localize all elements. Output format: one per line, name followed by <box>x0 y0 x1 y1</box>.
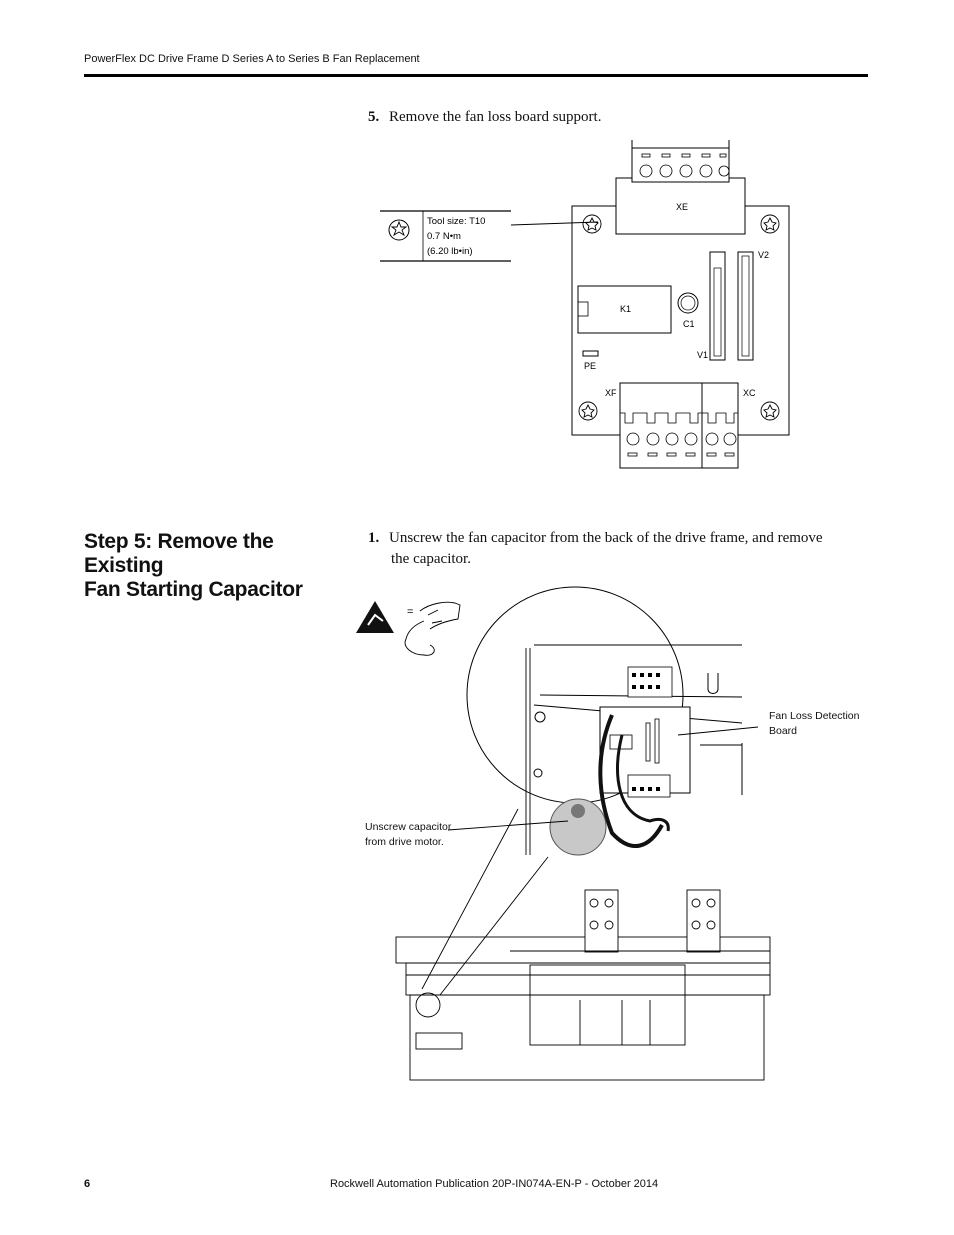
header-rule <box>84 74 868 77</box>
page-number: 6 <box>84 1178 91 1190</box>
section-heading: Step 5: Remove the Existing Fan Starting… <box>84 530 303 601</box>
torx-icon <box>388 219 410 241</box>
step-text-line2: the capacitor. <box>391 551 471 567</box>
magnified-view <box>466 586 743 856</box>
step-text-line1: Unscrew the fan capacitor from the back … <box>389 530 823 546</box>
esd-equals: = <box>407 606 413 618</box>
label-k1: K1 <box>620 304 631 314</box>
callout-fan-loss-board: Fan Loss Detection Board <box>769 710 860 737</box>
label-xe: XE <box>676 202 688 212</box>
esd-warning-icon <box>356 601 394 633</box>
publication-info: Rockwell Automation Publication 20P-IN07… <box>330 1178 659 1190</box>
tool-size: Tool size: T10 <box>427 216 485 227</box>
label-c1: C1 <box>683 319 695 329</box>
tool-torque-nm: 0.7 N•m <box>427 231 461 242</box>
label-pe: PE <box>584 361 596 371</box>
running-header: PowerFlex DC Drive Frame D Series A to S… <box>84 53 420 65</box>
label-v2: V2 <box>758 250 769 260</box>
label-xc: XC <box>743 388 756 398</box>
drive-frame <box>395 889 771 1081</box>
tool-torque-lbin: (6.20 lb•in) <box>427 246 473 257</box>
label-xf: XF <box>605 388 617 398</box>
fan-loss-board-diagram: Tool size: T10 0.7 N•m (6.20 lb•in) XE V… <box>380 140 790 469</box>
corner-screw-icons <box>578 214 780 421</box>
callout-unscrew-capacitor: Unscrew capacitor from drive motor. <box>365 821 452 848</box>
hand-touch-icon <box>404 601 461 656</box>
step-number: 1. <box>368 530 380 546</box>
label-v1: V1 <box>697 350 708 360</box>
step-1: 1. Unscrew the fan capacitor from the ba… <box>368 528 868 570</box>
step-text: Remove the fan loss board support. <box>389 109 602 125</box>
capacitor-removal-diagram: = <box>356 586 771 1081</box>
step-number: 5. <box>368 109 380 125</box>
step-5: 5. Remove the fan loss board support. <box>368 109 601 126</box>
